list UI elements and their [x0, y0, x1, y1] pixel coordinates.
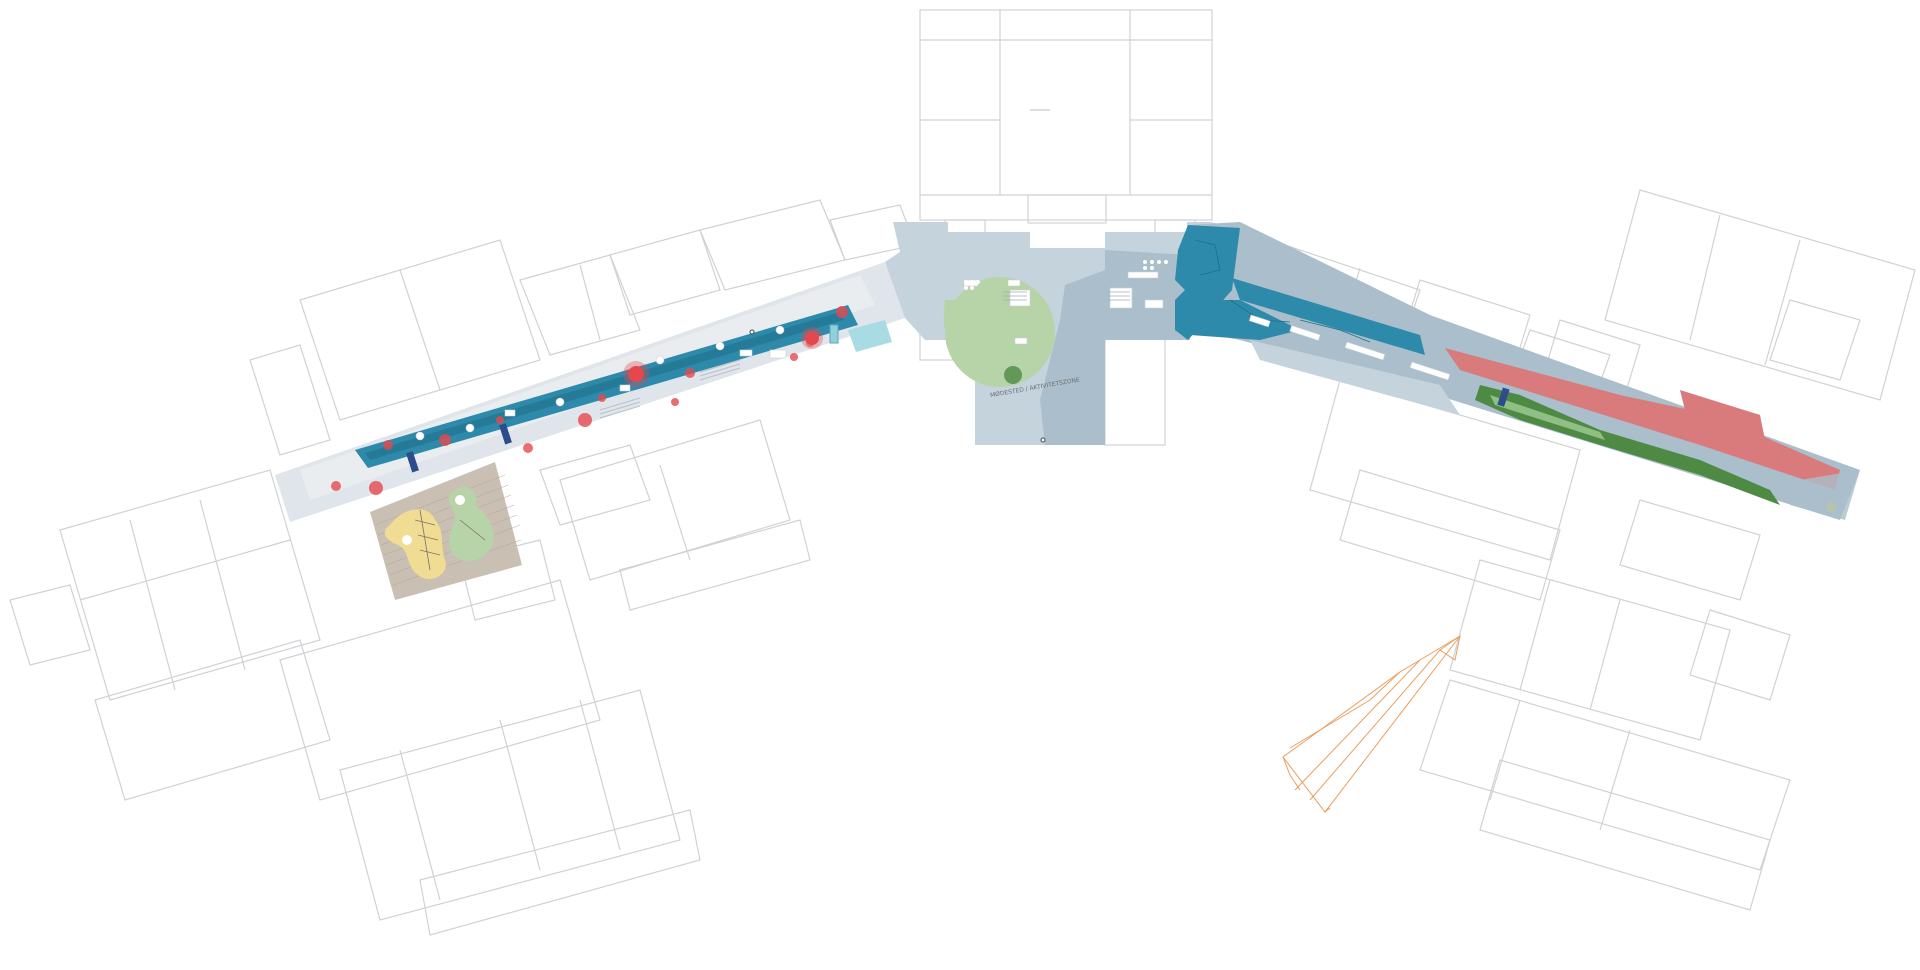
red-zone-east	[1445, 348, 1840, 490]
east-corridor	[1175, 222, 1860, 520]
hall-furniture	[963, 271, 1164, 345]
green-activity-zone-ext	[943, 300, 975, 342]
seating-spot-icon	[383, 440, 393, 450]
seating-spot-icon	[598, 394, 606, 402]
playground-blob-icon	[384, 509, 446, 580]
navy-block-1	[406, 451, 419, 473]
hall-stairs	[1003, 291, 1130, 301]
cyan-patch	[848, 320, 892, 352]
seating-spot-icon	[523, 443, 533, 453]
seating-spot-icon	[331, 481, 341, 491]
teal-band-west-dark	[365, 312, 844, 460]
east-corridor-furniture	[1248, 314, 1451, 381]
seating-spot-icon	[836, 306, 848, 318]
red-zone-east-2	[1680, 390, 1760, 445]
west-corridor	[275, 262, 905, 522]
seating-spot-icon	[369, 481, 383, 495]
navy-block-east	[1497, 387, 1510, 407]
hall-floor-east	[1105, 250, 1190, 340]
seating-spot-icon	[496, 416, 504, 424]
marker-dot	[749, 329, 755, 335]
green-zone-east-soft	[1490, 395, 1605, 440]
hall-floor-mid	[1040, 270, 1105, 445]
bench-stripes	[599, 359, 741, 419]
seating-spot-icon	[806, 339, 814, 347]
seating-spot-icon	[628, 366, 644, 382]
green-spot	[1004, 366, 1022, 384]
navy-block-2	[499, 423, 512, 445]
hall-dots	[964, 260, 1168, 290]
red-spots-west	[331, 306, 848, 495]
east-lower-complex	[1309, 379, 1791, 911]
seating-spot-icon	[623, 361, 649, 387]
teal-band-east	[1232, 278, 1425, 355]
rocket-outline-icon	[1282, 634, 1461, 813]
teal-band-east-2	[1190, 300, 1300, 340]
north-building	[919, 9, 1213, 249]
courtyard-playground	[370, 462, 522, 600]
west-upper-blocks	[249, 199, 916, 456]
cyan-box	[829, 324, 839, 344]
west-lower-complex	[9, 419, 811, 936]
red-zone-east-3	[1740, 410, 1765, 440]
east-end-pale	[1790, 470, 1860, 520]
seating-spot-icon	[439, 434, 451, 446]
playground-blob-icon	[448, 486, 495, 562]
green-zone-east	[1475, 385, 1780, 505]
corridor-floor-east-pale	[1250, 340, 1460, 415]
seating-spot-icon	[671, 398, 679, 406]
central-hall: MØDESTED / AKTIVITETSZONE	[749, 222, 1437, 445]
furniture-west	[415, 325, 787, 441]
marker-dot	[1040, 437, 1046, 443]
seating-spot-icon	[685, 368, 695, 378]
seating-spot-icon	[578, 413, 592, 427]
seating-spot-icon	[790, 353, 798, 361]
